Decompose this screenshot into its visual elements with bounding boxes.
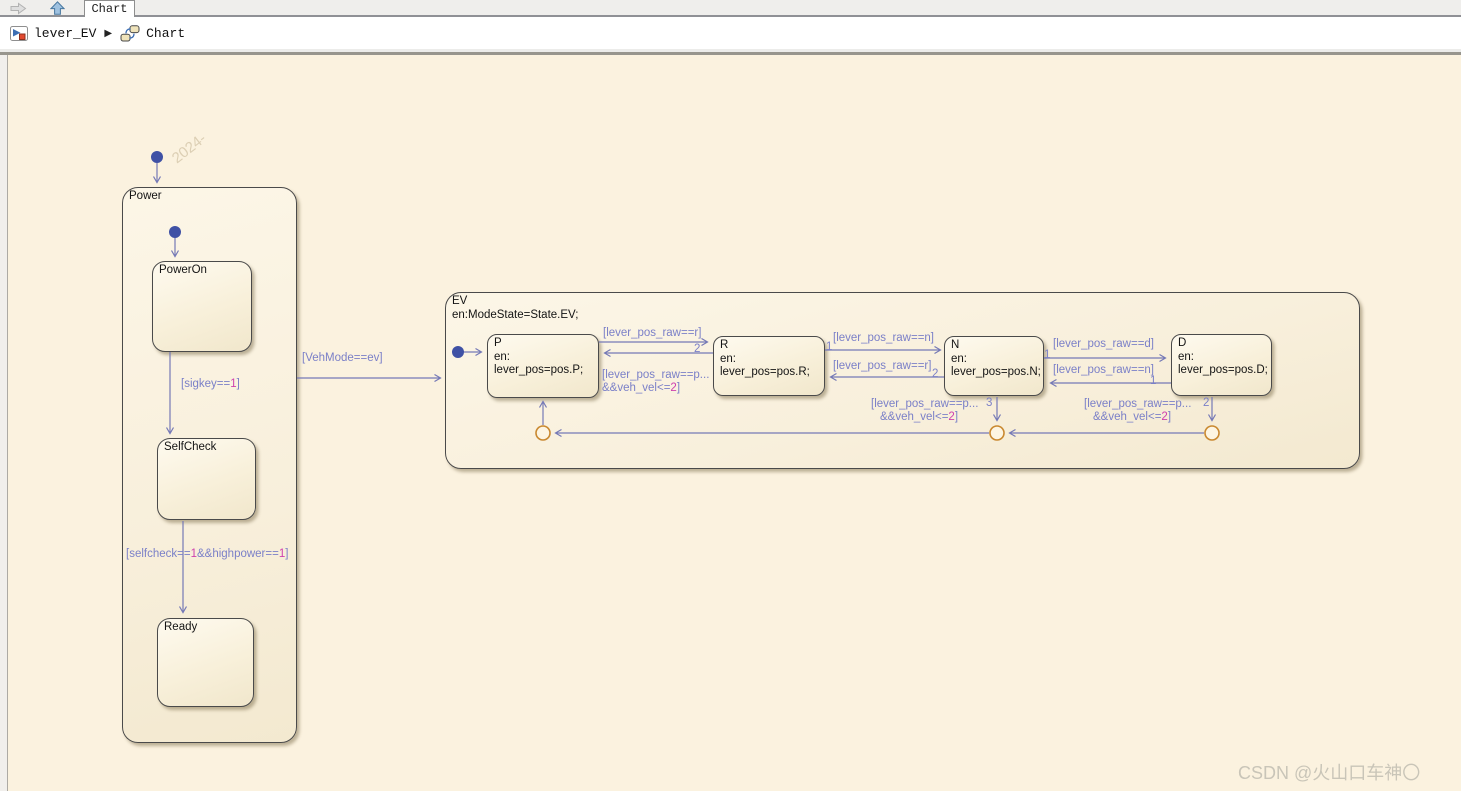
transition-label-n-junction-line1[interactable]: [lever_pos_raw==p... [871,398,979,410]
breadcrumb: lever_EV ▶ Chart [0,17,1461,49]
state-d-en: en: [1178,350,1194,363]
breadcrumb-model-label: lever_EV [34,25,97,41]
transition-label-d-n[interactable]: [lever_pos_raw==n] [1053,364,1155,376]
transition-label-n-r[interactable]: [lever_pos_raw==r] [833,360,932,372]
transition-order-r-n[interactable]: 1 [826,341,833,353]
state-selfcheck-label: SelfCheck [164,441,217,453]
up-arrow-icon [49,1,65,15]
transition-order-d-n[interactable]: 1 [1150,375,1157,387]
transition-label-r-n[interactable]: [lever_pos_raw==n] [833,332,935,344]
state-n-action: lever_pos=pos.N; [951,366,1041,378]
transition-label-d-junction-line2[interactable]: &&veh_vel<=2] [1093,411,1172,423]
state-p-en: en: [494,350,510,363]
transition-label-r-p-line1[interactable]: [lever_pos_raw==p... [602,369,710,381]
transition-order-r-p[interactable]: 2 [694,343,701,355]
state-r-action: lever_pos=pos.R; [720,366,810,378]
state-n-label: N [951,339,960,351]
toolbar-divider [0,49,1461,55]
forward-arrow-icon [10,2,26,14]
state-poweron-label: PowerOn [159,264,207,276]
transition-label-n-d[interactable]: [lever_pos_raw==d] [1053,338,1155,350]
transition-label-p-r[interactable]: [lever_pos_raw==r] [603,327,702,339]
state-d-action: lever_pos=pos.D; [1178,364,1268,376]
breadcrumb-item-model[interactable]: lever_EV [10,25,97,41]
state-r-label: R [720,339,729,351]
state-p-action: lever_pos=pos.P; [494,364,584,376]
breadcrumb-separator-icon: ▶ [104,27,113,39]
tab-bar [0,0,1461,17]
transition-label-n-junction-line2[interactable]: &&veh_vel<=2] [880,411,959,423]
state-p[interactable]: P en: lever_pos=pos.P; [487,334,599,398]
state-r[interactable]: R en: lever_pos=pos.R; [713,336,825,396]
transition-order-n-r[interactable]: 2 [932,368,939,380]
default-transition-dot-power[interactable] [151,151,163,163]
forward-button[interactable] [7,1,29,15]
state-n-en: en: [951,352,967,365]
state-r-en: en: [720,352,736,365]
transition-label-vehmode[interactable]: [VehMode==ev] [302,352,383,364]
junction-below-n[interactable] [989,425,1005,441]
state-poweron[interactable]: PowerOn [152,261,252,352]
junction-below-p[interactable] [535,425,551,441]
csdn-watermark: CSDN @火山口车神〇 [1238,763,1421,783]
state-selfcheck[interactable]: SelfCheck [157,438,256,520]
state-d[interactable]: D en: lever_pos=pos.D; [1171,334,1272,396]
up-to-parent-button[interactable] [46,1,68,15]
default-transition-dot-ev[interactable] [452,346,464,358]
transition-order-n-d[interactable]: 1 [1044,349,1051,361]
state-ready-label: Ready [164,621,198,633]
junction-below-d[interactable] [1204,425,1220,441]
tab-chart[interactable]: Chart [84,0,135,17]
state-p-label: P [494,337,502,349]
state-ev-label: EV [452,295,468,307]
state-power-label: Power [129,190,162,202]
transition-order-n-junction[interactable]: 3 [986,397,993,409]
transition-label-sigkey[interactable]: [sigkey==1] [181,378,240,390]
state-ready[interactable]: Ready [157,618,254,707]
transition-label-d-junction-line1[interactable]: [lever_pos_raw==p... [1084,398,1192,410]
breadcrumb-item-chart[interactable]: Chart [120,24,186,42]
stateflow-chart-icon [120,24,140,41]
state-d-label: D [1178,337,1187,349]
simulink-model-icon [10,25,28,41]
left-panel-strip [0,55,8,791]
breadcrumb-chart-label: Chart [146,25,186,41]
default-transition-dot-poweron[interactable] [169,226,181,238]
state-n[interactable]: N en: lever_pos=pos.N; [944,336,1044,396]
transition-label-selfcheck[interactable]: [selfcheck==1&&highpower==1] [126,548,289,560]
transition-label-r-p-line2[interactable]: &&veh_vel<=2] [602,382,681,394]
state-ev-entry-action: en:ModeState=State.EV; [452,308,579,321]
transition-order-d-junction[interactable]: 2 [1203,397,1210,409]
tab-chart-label: Chart [91,2,128,16]
